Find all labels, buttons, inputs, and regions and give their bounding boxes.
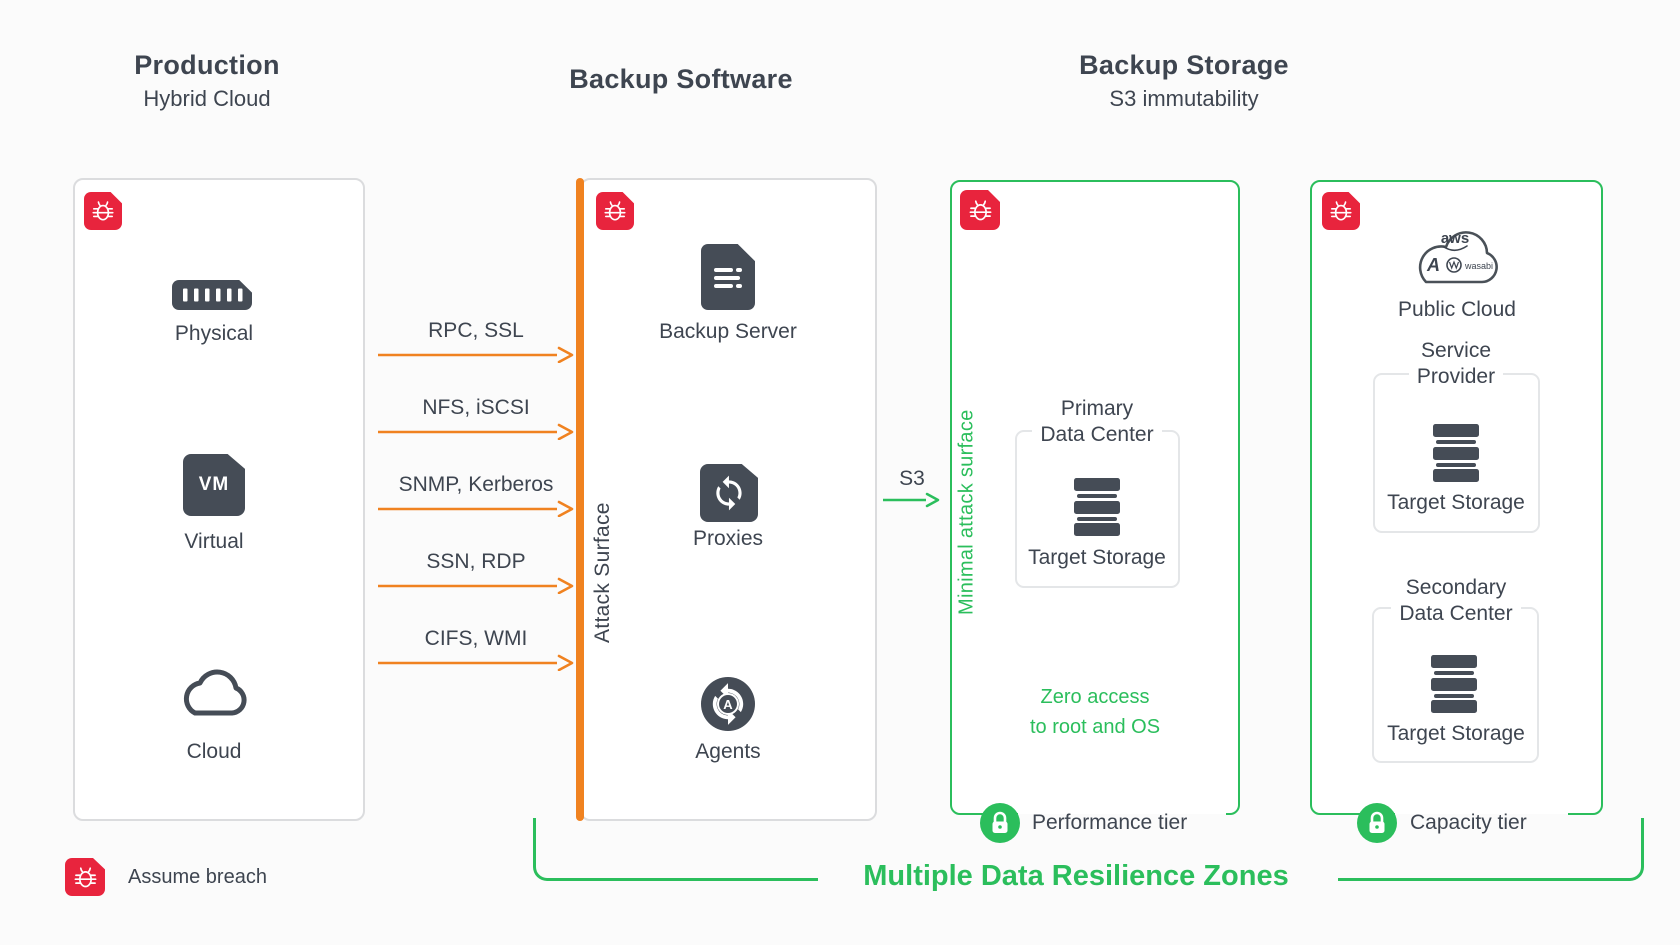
physical-label: Physical [174,322,254,345]
production-title: Production [134,50,280,80]
backup-server-icon [701,244,755,310]
primary-data-center-label: Primary Data Center [1017,396,1177,448]
assume-breach-label: Assume breach [128,866,267,888]
arrow-ssn-rdp-label: SSN, RDP [426,550,526,573]
arrow-cifs-wmi: CIFS, WMI [377,627,575,676]
assume-breach-bug-icon [84,192,122,230]
aws-smile [1443,245,1468,252]
service-provider-label: Service Provider [1376,338,1536,390]
agents-glyph: A [701,677,755,731]
bug-icon [1330,201,1352,221]
secondary-data-center-label: Secondary Data Center [1376,575,1536,627]
primary-dc-line1: Primary [1060,397,1134,420]
cloud-icon [173,665,255,726]
performance-tier-label: Performance tier [1032,811,1188,834]
secondary-dc-line2: Data Center [1391,601,1521,627]
arrow-snmp-kerberos-label: SNMP, Kerberos [398,473,554,496]
arrow-cifs-wmi-label: CIFS, WMI [424,627,528,650]
performance-lock-icon [980,803,1020,848]
vm-icon: VM [183,454,245,516]
backup-storage-title: Backup Storage [1079,50,1289,80]
bug-icon [92,201,114,221]
assume-breach-bug-icon [960,190,1000,230]
s3-green-arrow-icon [882,492,942,513]
vm-icon-text: VM [198,474,230,495]
orange-arrow-icon [378,346,574,364]
target-storage-icon [1431,424,1481,487]
orange-arrow-icon [378,500,574,518]
target-storage-icon [1429,655,1479,718]
assume-breach-bug-icon [1322,192,1360,230]
service-provider-storage-label: Target Storage [1387,491,1525,514]
backup-server-label: Backup Server [659,320,797,343]
agents-label: Agents [695,740,761,763]
aws-logo: aws [1441,230,1469,247]
orange-arrow-icon [378,654,574,672]
arrow-rpc-ssl-label: RPC, SSL [428,319,524,342]
zones-bracket-left [533,818,818,881]
primary-dc-line2: Data Center [1032,422,1162,448]
production-subtitle: Hybrid Cloud [143,86,271,111]
bug-icon [969,199,991,220]
backup-storage-subtitle: S3 immutability [1109,86,1259,111]
primary-target-storage-label: Target Storage [1028,546,1166,569]
document-lines-glyph [714,268,742,288]
physical-server-icon [172,280,252,310]
cloud-label: Cloud [186,740,242,763]
azure-logo: A [1426,255,1440,275]
secondary-storage-label: Target Storage [1387,722,1525,745]
wasabi-logo-text: wasabi [1464,261,1493,271]
proxies-sync-icon [700,464,758,522]
assume-breach-bug-icon [65,858,105,896]
public-cloud-label: Public Cloud [1398,298,1516,321]
service-provider-line1: Service [1420,339,1492,362]
zones-bracket-right [1338,818,1644,881]
proxies-label: Proxies [692,527,764,550]
capacity-tier-label: Capacity tier [1410,811,1527,834]
sync-arrows-glyph [716,475,742,511]
capacity-lock-icon [1357,803,1397,848]
zero-access-line1: Zero access [1040,686,1150,708]
agents-sync-icon: A [700,676,756,737]
border-gap [1395,810,1568,818]
assume-breach-bug-icon [596,192,634,230]
secondary-dc-line1: Secondary [1405,576,1507,599]
arrow-nfs-iscsi-label: NFS, iSCSI [422,396,530,419]
arrow-rpc-ssl: RPC, SSL [377,319,575,368]
arrow-snmp-kerberos: SNMP, Kerberos [377,473,575,522]
production-header: Production Hybrid Cloud [57,50,357,112]
arrow-ssn-rdp: SSN, RDP [377,550,575,599]
attack-surface-bar [576,178,584,821]
attack-surface-vertical-label: Attack Surface [591,502,614,643]
agents-icon-letter: A [723,697,733,712]
backup-software-header: Backup Software [531,64,831,95]
server-slots-glyph [183,288,243,302]
arrow-nfs-iscsi: NFS, iSCSI [377,396,575,445]
bug-icon [604,201,626,221]
s3-arrow-label: S3 [899,467,925,490]
target-storage-icon [1072,478,1122,541]
orange-arrow-icon [378,577,574,595]
service-provider-line2: Provider [1408,364,1504,390]
wasabi-logo-w [1448,260,1460,270]
orange-arrow-icon [378,423,574,441]
bug-icon [74,866,96,887]
virtual-label: Virtual [184,530,244,553]
public-cloud-icon: aws A wasabi [1396,210,1514,299]
border-gap [1018,810,1226,818]
backup-storage-header: Backup Storage S3 immutability [1034,50,1334,112]
backup-software-title: Backup Software [569,64,793,94]
zero-access-line2: to root and OS [1029,716,1161,738]
wasabi-logo-circle [1446,257,1462,273]
zero-access-note: Zero access to root and OS [985,682,1205,742]
minimal-attack-surface-label: Minimal attack surface [955,409,978,616]
multiple-data-resilience-zones-label: Multiple Data Resilience Zones [863,860,1289,892]
